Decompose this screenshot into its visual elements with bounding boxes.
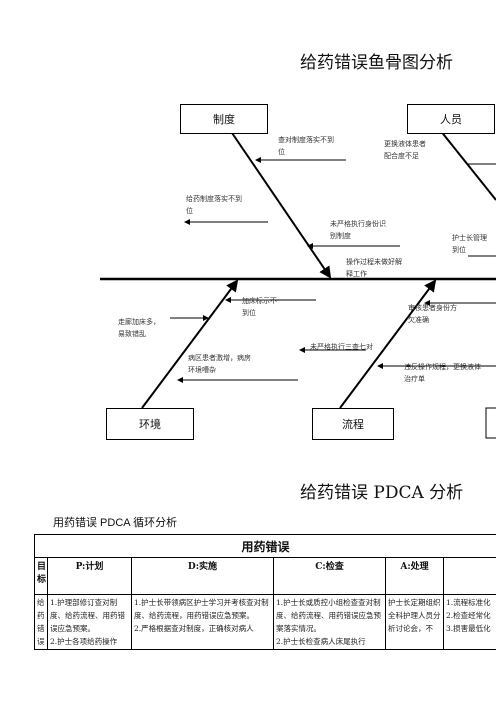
pdca-title: 给药错误 PDCA 分析	[300, 483, 464, 503]
table-header-row: 目标 P:计划 D:实施 C:检查 A:处理	[34, 557, 496, 595]
category-liucheng: 流程	[312, 408, 394, 440]
cause-label: 病区患者激增，病房 环境嘈杂	[188, 354, 251, 374]
bone-liucheng	[339, 279, 437, 409]
pdca-subtitle: 用药错误 PDCA 循环分析	[53, 517, 178, 529]
cause-label: 查对制度落实不到 位	[278, 136, 334, 156]
bone-renyuan	[439, 129, 496, 201]
table-cell: 1.护理部修订查对制度、给药流程、用药错误应急预案。 2.护士各项给药操作	[47, 594, 132, 650]
cause-label: 操作过程未做好解 释工作	[346, 258, 402, 278]
bone-zhidu	[229, 129, 332, 279]
col-header: P:计划	[47, 557, 132, 595]
table-cell: 护士长定期组织全科护理人员分析讨论会，不	[385, 594, 444, 650]
cause-label: 审核患者身份方 欠准确	[408, 304, 457, 324]
col-header: A:处理	[385, 557, 444, 595]
table-cell: 1.护士长带领病区护士学习并考核查对制度、给药流程，用药错误应急预案。 2.严格…	[131, 594, 274, 650]
pdca-table: 用药错误 目标 P:计划 D:实施 C:检查 A:处理 给药错误 1.护理部修订…	[33, 534, 496, 650]
cause-label: 更换液体患者 配合度不足	[384, 140, 426, 160]
bone-huanjing	[141, 279, 239, 409]
cause-label: 给药制度落实不到 位	[186, 195, 242, 215]
cause-label: 违反操作规程，更换液体 治疗单	[404, 363, 481, 383]
fishbone-diagram	[100, 129, 496, 439]
cause-label: 加床标示不 到位	[242, 297, 277, 317]
col-header	[442, 557, 496, 595]
cause-label: 未严格执行身份识 别制度	[330, 220, 386, 240]
col-header: D:实施	[131, 557, 274, 595]
table-cell: 1.流程标准化 2.检查经常化 3.损害最低化	[442, 594, 496, 650]
table-title: 用药错误	[33, 534, 496, 558]
table-cell: 给药错误	[34, 594, 48, 650]
cause-label: 走廊加床多， 易致错乱	[118, 318, 160, 338]
fishbone-title: 给药错误鱼骨图分析	[300, 53, 453, 73]
col-header: 目标	[34, 557, 48, 595]
cause-label: 护士长管理 到位	[452, 234, 487, 254]
cause-label: 未严格执行三查七对	[310, 343, 373, 351]
table-row: 给药错误 1.护理部修订查对制度、给药流程、用药错误应急预案。 2.护士各项给药…	[34, 594, 496, 650]
table-cell: 1.护士长或质控小组检查查对制度、给药流程、用药错误应急预案落实情况。 2.护士…	[273, 594, 386, 650]
col-header: C:检查	[273, 557, 386, 595]
category-huanjing: 环境	[106, 408, 194, 440]
category-renyuan: 人员	[407, 104, 495, 134]
category-zhidu: 制度	[180, 104, 268, 134]
